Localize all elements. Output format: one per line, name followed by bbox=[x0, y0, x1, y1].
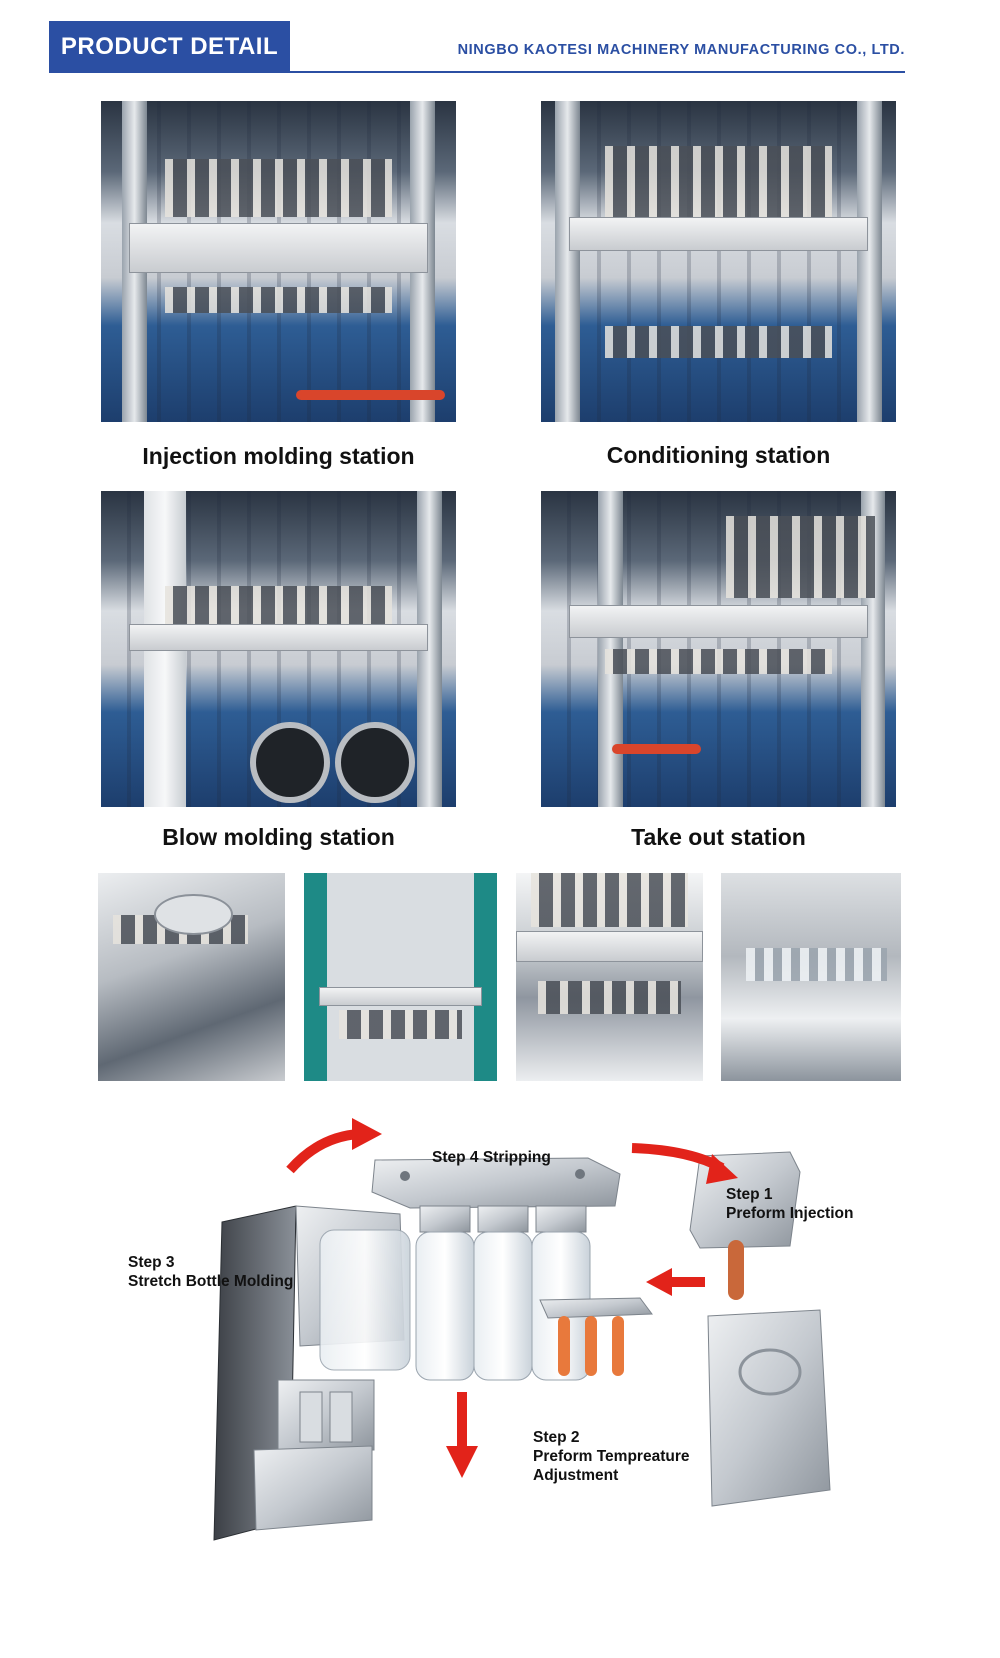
step2-title: Step 2 bbox=[533, 1429, 580, 1446]
step2-desc-line1: Preform Tempreature bbox=[533, 1448, 690, 1465]
arrow-to-stripping-icon bbox=[352, 1118, 382, 1150]
machine-detail-photo-4 bbox=[721, 873, 901, 1081]
flow-arrows bbox=[286, 1118, 738, 1478]
step2-label: Step 2 Preform Tempreature Adjustment bbox=[533, 1428, 689, 1485]
company-name: NINGBO KAOTESI MACHINERY MANUFACTURING C… bbox=[457, 42, 905, 58]
machine-detail-photo-2 bbox=[304, 873, 497, 1081]
take-out-station-photo bbox=[541, 491, 896, 807]
step1-title: Step 1 bbox=[726, 1186, 773, 1203]
caption-conditioning-station: Conditioning station bbox=[606, 442, 831, 468]
arrow-to-injection-icon bbox=[706, 1154, 738, 1184]
caption-blow-molding-station: Blow molding station bbox=[162, 824, 395, 850]
injection-station-photo bbox=[101, 101, 456, 422]
step2-desc-line2: Adjustment bbox=[533, 1467, 619, 1484]
section-badge: PRODUCT DETAIL bbox=[49, 21, 290, 72]
caption-take-out-station: Take out station bbox=[631, 824, 806, 850]
step3-desc: Stretch Bottle Molding bbox=[128, 1273, 294, 1290]
machine-detail-photo-3 bbox=[516, 873, 703, 1081]
step4-label: Step 4 Stripping bbox=[432, 1149, 551, 1166]
machine-detail-photo-1 bbox=[98, 873, 285, 1081]
blow-mold bbox=[213, 1205, 411, 1541]
step1-desc: Preform Injection bbox=[726, 1205, 854, 1222]
conditioning-unit bbox=[539, 1297, 653, 1376]
step3-title: Step 3 bbox=[128, 1254, 175, 1271]
process-diagram bbox=[213, 1118, 831, 1541]
conditioning-station-photo bbox=[541, 101, 896, 422]
arrow-eject-down-icon bbox=[446, 1446, 478, 1478]
blow-molding-station-photo bbox=[101, 491, 456, 807]
step3-label: Step 3 Stretch Bottle Molding bbox=[128, 1253, 293, 1291]
step1-label: Step 1 Preform Injection bbox=[726, 1185, 853, 1223]
stripping-plate bbox=[371, 1157, 621, 1209]
arrow-to-conditioning-icon bbox=[646, 1268, 672, 1296]
caption-injection-station: Injection molding station bbox=[142, 443, 415, 469]
header-divider bbox=[49, 71, 905, 73]
